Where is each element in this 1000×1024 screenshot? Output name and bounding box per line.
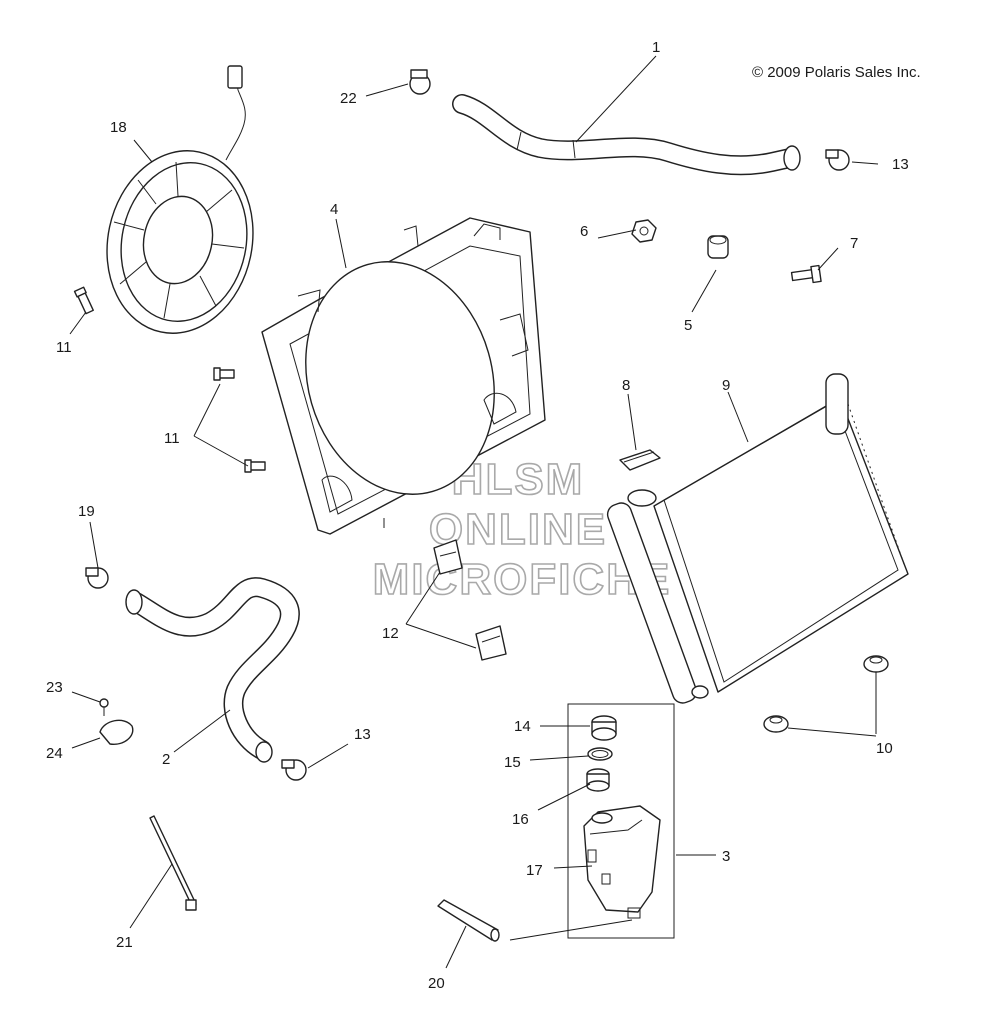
part-cooling-fan[interactable] xyxy=(90,65,269,347)
callout-numbers: 1 2 3 4 5 6 7 8 9 10 11 11 12 13 13 14 1… xyxy=(46,39,909,992)
callout-16: 16 xyxy=(512,811,529,828)
callout-19: 19 xyxy=(78,503,95,520)
part-bolt-11-b[interactable] xyxy=(213,367,235,381)
callout-8: 8 xyxy=(622,377,630,394)
part-nut-6[interactable] xyxy=(631,219,657,243)
callout-9: 9 xyxy=(722,377,730,394)
callout-3: 3 xyxy=(722,848,730,865)
part-cable-tie-21[interactable] xyxy=(149,815,197,911)
callout-21: 21 xyxy=(116,934,133,951)
part-clip-24[interactable] xyxy=(99,719,134,745)
callout-20: 20 xyxy=(428,975,445,992)
callout-17: 17 xyxy=(526,862,543,879)
part-mount-12-b[interactable] xyxy=(475,625,507,661)
part-hose-clamp-19[interactable] xyxy=(85,567,109,589)
callout-24: 24 xyxy=(46,745,63,762)
callout-4: 4 xyxy=(330,201,338,218)
leader-lines xyxy=(69,55,879,969)
callout-18: 18 xyxy=(110,119,127,136)
part-bolt-7[interactable] xyxy=(790,264,822,284)
callout-10: 10 xyxy=(876,740,893,757)
callout-11-a: 11 xyxy=(56,339,72,356)
callout-2: 2 xyxy=(162,751,170,768)
callout-12: 12 xyxy=(382,625,399,642)
part-radiator[interactable] xyxy=(605,373,909,706)
part-reservoir-bottle[interactable] xyxy=(583,805,661,919)
callout-1: 1 xyxy=(652,39,660,56)
watermark-line3: MICROFICHE xyxy=(373,555,672,604)
part-hose-clamp-22[interactable] xyxy=(409,69,431,95)
callout-22: 22 xyxy=(340,90,357,107)
copyright-text: © 2009 Polaris Sales Inc. xyxy=(752,64,921,81)
part-bolt-11-a[interactable] xyxy=(73,286,94,315)
callout-7: 7 xyxy=(850,235,858,252)
part-lower-hose[interactable] xyxy=(125,577,300,763)
callout-6: 6 xyxy=(580,223,588,240)
part-screw-23[interactable] xyxy=(99,698,109,716)
part-reservoir-cap[interactable] xyxy=(591,715,617,741)
part-grommet-10-b[interactable] xyxy=(763,715,789,733)
part-filler-neck[interactable] xyxy=(586,768,610,792)
watermark: HLSM ONLINE MICROFICHE xyxy=(372,454,672,605)
part-hose-clamp-13-upper[interactable] xyxy=(825,149,850,171)
part-hose-clamp-13-lower[interactable] xyxy=(281,759,307,781)
part-mount-12-a[interactable] xyxy=(433,539,463,575)
part-fan-shroud[interactable] xyxy=(261,217,546,535)
part-upper-hose[interactable] xyxy=(452,94,801,176)
callout-13-a: 13 xyxy=(892,156,909,173)
part-overflow-hose-20[interactable] xyxy=(437,899,500,942)
callout-5: 5 xyxy=(684,317,692,334)
callout-15: 15 xyxy=(504,754,521,771)
part-grommet-5[interactable] xyxy=(707,235,729,259)
reservoir-kit-box xyxy=(567,703,675,939)
callout-11-b: 11 xyxy=(164,430,180,447)
part-radiator-cap[interactable] xyxy=(619,449,661,471)
callout-13-b: 13 xyxy=(354,726,371,743)
callout-23: 23 xyxy=(46,679,63,696)
callout-14: 14 xyxy=(514,718,531,735)
part-grommet-10-a[interactable] xyxy=(863,655,889,673)
part-gasket[interactable] xyxy=(587,747,613,761)
